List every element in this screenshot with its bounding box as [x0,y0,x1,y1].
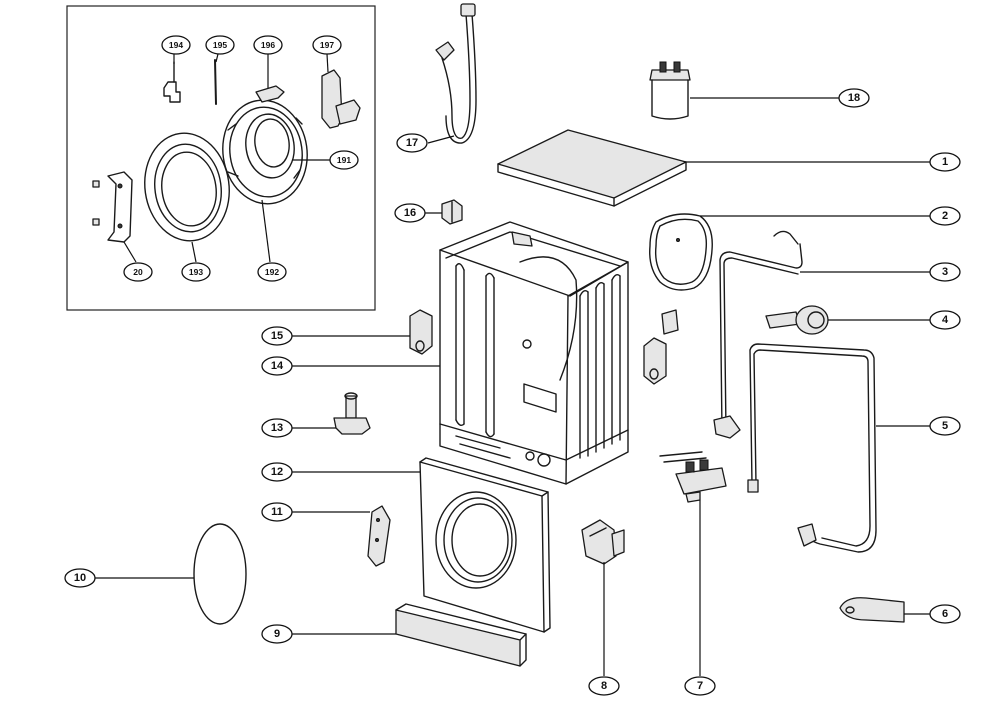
door-hinge [92,171,133,243]
svg-text:12: 12 [271,466,283,478]
callout-20: 20 [123,262,153,282]
svg-text:192: 192 [265,267,279,277]
callout-191: 191 [329,150,359,170]
callout-15: 15 [261,326,293,346]
front-panel [419,457,551,633]
callout-labels: 194 195 196 197 191 20 193 192 18 1 2 3 … [64,35,961,696]
callout-197: 197 [312,35,342,55]
svg-text:20: 20 [133,267,143,277]
svg-text:194: 194 [169,40,183,50]
callout-12: 12 [261,462,293,482]
callout-10: 10 [64,568,96,588]
svg-text:7: 7 [697,680,703,692]
door-handle-piece [255,85,285,103]
callout-196: 196 [253,35,283,55]
callout-1: 1 [929,152,961,172]
kick-panel [395,603,527,667]
shock-absorber-foot [333,392,371,435]
callout-4: 4 [929,310,961,330]
svg-text:17: 17 [406,137,418,149]
leader-lines [94,97,930,676]
svg-text:6: 6 [942,608,948,620]
svg-text:16: 16 [404,207,416,219]
door-seal-ring [193,523,247,625]
callout-5: 5 [929,416,961,436]
noise-filter [649,61,691,120]
drain-hose [747,343,877,553]
svg-text:11: 11 [271,506,283,518]
mounting-clip-upper [441,199,463,225]
door-outer-frame [144,132,230,242]
drum-seal [649,213,713,291]
drain-valve [765,305,829,335]
svg-text:196: 196 [261,40,275,50]
door-handle [321,69,361,129]
svg-text:5: 5 [942,420,948,432]
svg-text:13: 13 [271,422,283,434]
svg-text:197: 197 [320,40,334,50]
hose-clamp [839,597,905,623]
callout-14: 14 [261,356,293,376]
callout-11: 11 [261,502,293,522]
svg-text:8: 8 [601,680,607,692]
callout-17: 17 [396,133,428,153]
inlet-hose [435,3,477,144]
callout-6: 6 [929,604,961,624]
svg-text:195: 195 [213,40,227,50]
callout-192: 192 [257,262,287,282]
svg-text:191: 191 [337,155,351,165]
door-inner-frame [222,99,308,205]
cabinet [439,221,629,485]
svg-text:4: 4 [942,314,949,326]
svg-text:9: 9 [274,628,280,640]
top-cover [497,129,687,207]
svg-text:3: 3 [942,266,948,278]
door-lock-strip [367,505,391,567]
svg-text:2: 2 [942,210,948,222]
door-interlock [581,519,625,565]
callout-7: 7 [684,676,716,696]
callout-16: 16 [394,203,426,223]
callout-18: 18 [838,88,870,108]
door-latch-part [163,61,181,103]
wire-harness [713,230,803,439]
side-bracket-left [409,309,433,355]
svg-text:18: 18 [848,92,860,104]
svg-text:14: 14 [271,360,284,372]
callout-193: 193 [181,262,211,282]
callout-3: 3 [929,262,961,282]
callout-13: 13 [261,418,293,438]
svg-text:193: 193 [189,267,203,277]
svg-text:10: 10 [74,572,86,584]
callout-2: 2 [929,206,961,226]
heating-element [659,451,727,503]
side-bracket-right [643,309,679,385]
callout-194: 194 [161,35,191,55]
door-assembly-inset [66,5,376,311]
door-pin [214,59,217,105]
callout-9: 9 [261,624,293,644]
callout-195: 195 [205,35,235,55]
svg-text:15: 15 [271,330,283,342]
svg-text:1: 1 [942,156,948,168]
callout-8: 8 [588,676,620,696]
